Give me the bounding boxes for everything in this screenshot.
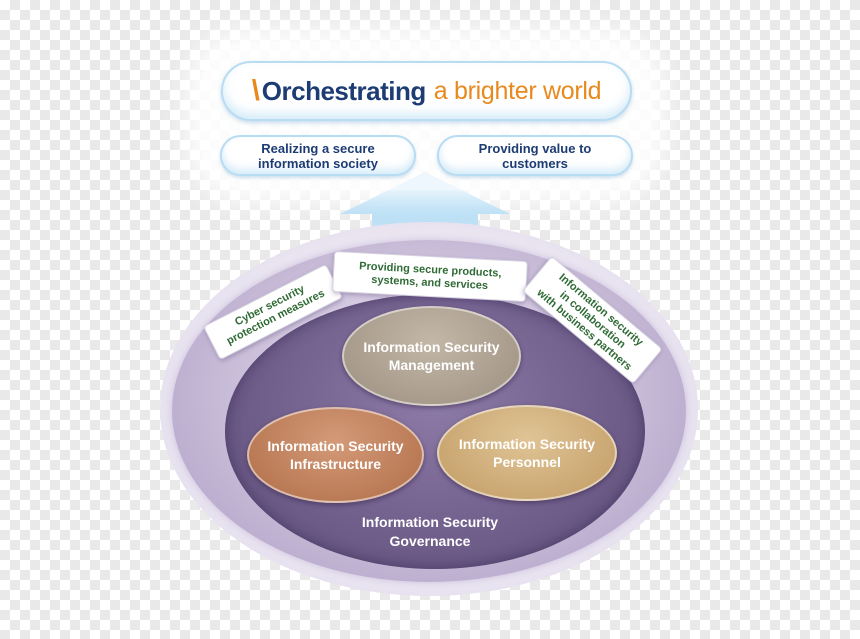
goal-secure-society: Realizing a secure information society — [220, 135, 416, 176]
pillar-label-line: Information Security — [458, 436, 596, 452]
goal-label-line: information society — [258, 155, 378, 171]
governance-label-line: Information Security — [361, 514, 499, 530]
pillar-personnel: Information Security Personnel — [437, 405, 617, 501]
pillar-label-line: Information Security — [267, 438, 404, 454]
slogan-banner: \ Orchestrating a brighter world — [221, 61, 632, 121]
goal-label-line: customers — [502, 155, 568, 171]
pillar-label-line: Personnel — [493, 454, 561, 470]
pillar-label-line: Information Security — [363, 339, 500, 355]
pillar-label-line: Infrastructure — [289, 456, 382, 472]
governance-label-line: Governance — [389, 533, 471, 549]
slogan-sub-text: a brighter world — [433, 76, 602, 105]
pillar-management: Information Security Management — [342, 306, 521, 406]
goal-customer-value: Providing value to customers — [437, 135, 633, 176]
goal-label-line: Providing value to — [478, 140, 592, 156]
slogan-slash: \ — [251, 74, 260, 107]
pillar-label-line: Management — [388, 357, 475, 373]
slogan-main-text: Orchestrating — [261, 75, 427, 106]
governance-label: Information Security Governance — [320, 513, 540, 551]
pillar-infrastructure: Information Security Infrastructure — [247, 407, 424, 503]
goal-label-line: Realizing a secure — [261, 140, 375, 156]
